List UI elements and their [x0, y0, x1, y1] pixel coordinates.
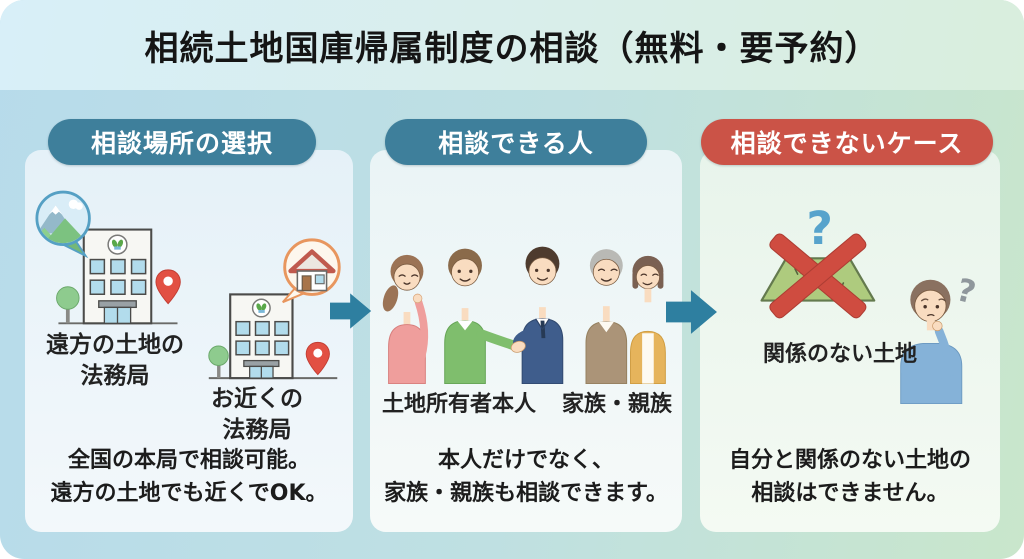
header-who-can-consult: 相談できる人 — [385, 119, 647, 165]
header-consultation-place-label: 相談場所の選択 — [90, 129, 273, 158]
question-mark-icon: ? — [953, 272, 979, 311]
handshake-icon — [510, 340, 526, 353]
cross-icon — [769, 233, 867, 319]
elderly-woman-icon — [630, 255, 666, 384]
map-pin-icon — [305, 341, 330, 376]
map-pin-icon — [155, 269, 181, 305]
near-bureau-label: お近くの 法務局 — [211, 386, 303, 444]
landowner-icon — [444, 248, 521, 384]
official-man-icon — [513, 246, 564, 384]
header-cannot-consult-label: 相談できないケース — [730, 129, 964, 158]
mountain-bubble-icon — [35, 190, 91, 259]
family-label: 家族・親族 — [561, 392, 672, 417]
arrow-right-icon — [666, 290, 717, 334]
question-mark-icon: ? — [806, 202, 833, 255]
tree-icon — [217, 362, 221, 379]
header-consultation-place: 相談場所の選択 — [48, 119, 316, 165]
title-band: 相続土地国庫帰属制度の相談（無料・要予約） — [0, 0, 1024, 90]
unrelated-land-label: 関係のない土地 — [762, 342, 917, 367]
panel-cannot-consult: ? ? 関係のない土地 自分 — [700, 150, 1000, 532]
elderly-man-icon — [585, 249, 628, 384]
near-bureau-building-icon — [208, 238, 341, 380]
far-bureau-building-icon — [35, 190, 181, 325]
ng-caption: 自分と関係のない土地の 相談はできません。 — [728, 448, 971, 506]
page-title: 相続土地国庫帰属制度の相談（無料・要予約） — [144, 28, 880, 69]
tree-icon — [65, 306, 70, 324]
house-bubble-icon — [282, 238, 341, 304]
place-caption: 全国の本局で相談可能。 遠方の土地でも近くでOK。 — [50, 448, 328, 506]
woman-icon — [382, 254, 429, 384]
panel-consultation-place: 遠方の土地の 法務局 お近くの 法務局 全国の本局で相談可能。 遠方の土地でも近… — [25, 150, 353, 532]
far-bureau-label: 遠方の土地の 法務局 — [46, 332, 184, 390]
puzzled-man-icon: ? — [900, 272, 979, 404]
unrelated-land-icon: ? — [760, 202, 876, 319]
arrow-right-icon — [330, 293, 372, 329]
header-cannot-consult: 相談できないケース — [701, 119, 993, 165]
landowner-label: 土地所有者本人 — [381, 392, 536, 417]
header-who-can-consult-label: 相談できる人 — [438, 129, 594, 158]
people-illustration — [382, 246, 666, 384]
people-caption: 本人だけでなく、 家族・親族も相談できます。 — [384, 448, 668, 506]
panel-who-can-consult: 土地所有者本人 家族・親族 本人だけでなく、 家族・親族も相談できます。 — [370, 150, 682, 532]
